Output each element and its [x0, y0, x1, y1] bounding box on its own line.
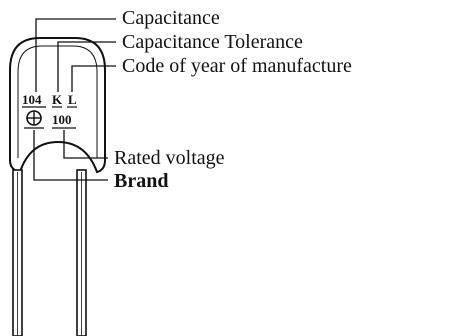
label-capacitance-tolerance: Capacitance Tolerance: [122, 31, 303, 53]
marking-capacitance-code: 104: [22, 92, 42, 107]
marking-voltage-code: 100: [52, 112, 72, 127]
labels: Capacitance Capacitance Tolerance Code o…: [114, 7, 352, 192]
label-brand: Brand: [114, 170, 168, 192]
body-markings: 104 K L 100: [22, 92, 77, 129]
marking-tolerance-code: K: [52, 92, 63, 107]
leader-year: [71, 65, 116, 92]
leader-lines: [33, 18, 116, 181]
marking-year-code: L: [68, 92, 77, 107]
capacitor-leads: [12, 169, 87, 336]
leader-capacitance: [35, 18, 116, 92]
label-capacitance: Capacitance: [122, 7, 220, 29]
brand-logo-icon: [24, 110, 44, 129]
leader-rated-voltage: [63, 130, 108, 159]
label-year-code: Code of year of manufacture: [122, 55, 352, 77]
leader-tolerance: [57, 41, 116, 92]
label-rated-voltage: Rated voltage: [114, 147, 225, 169]
leader-brand: [33, 130, 108, 181]
